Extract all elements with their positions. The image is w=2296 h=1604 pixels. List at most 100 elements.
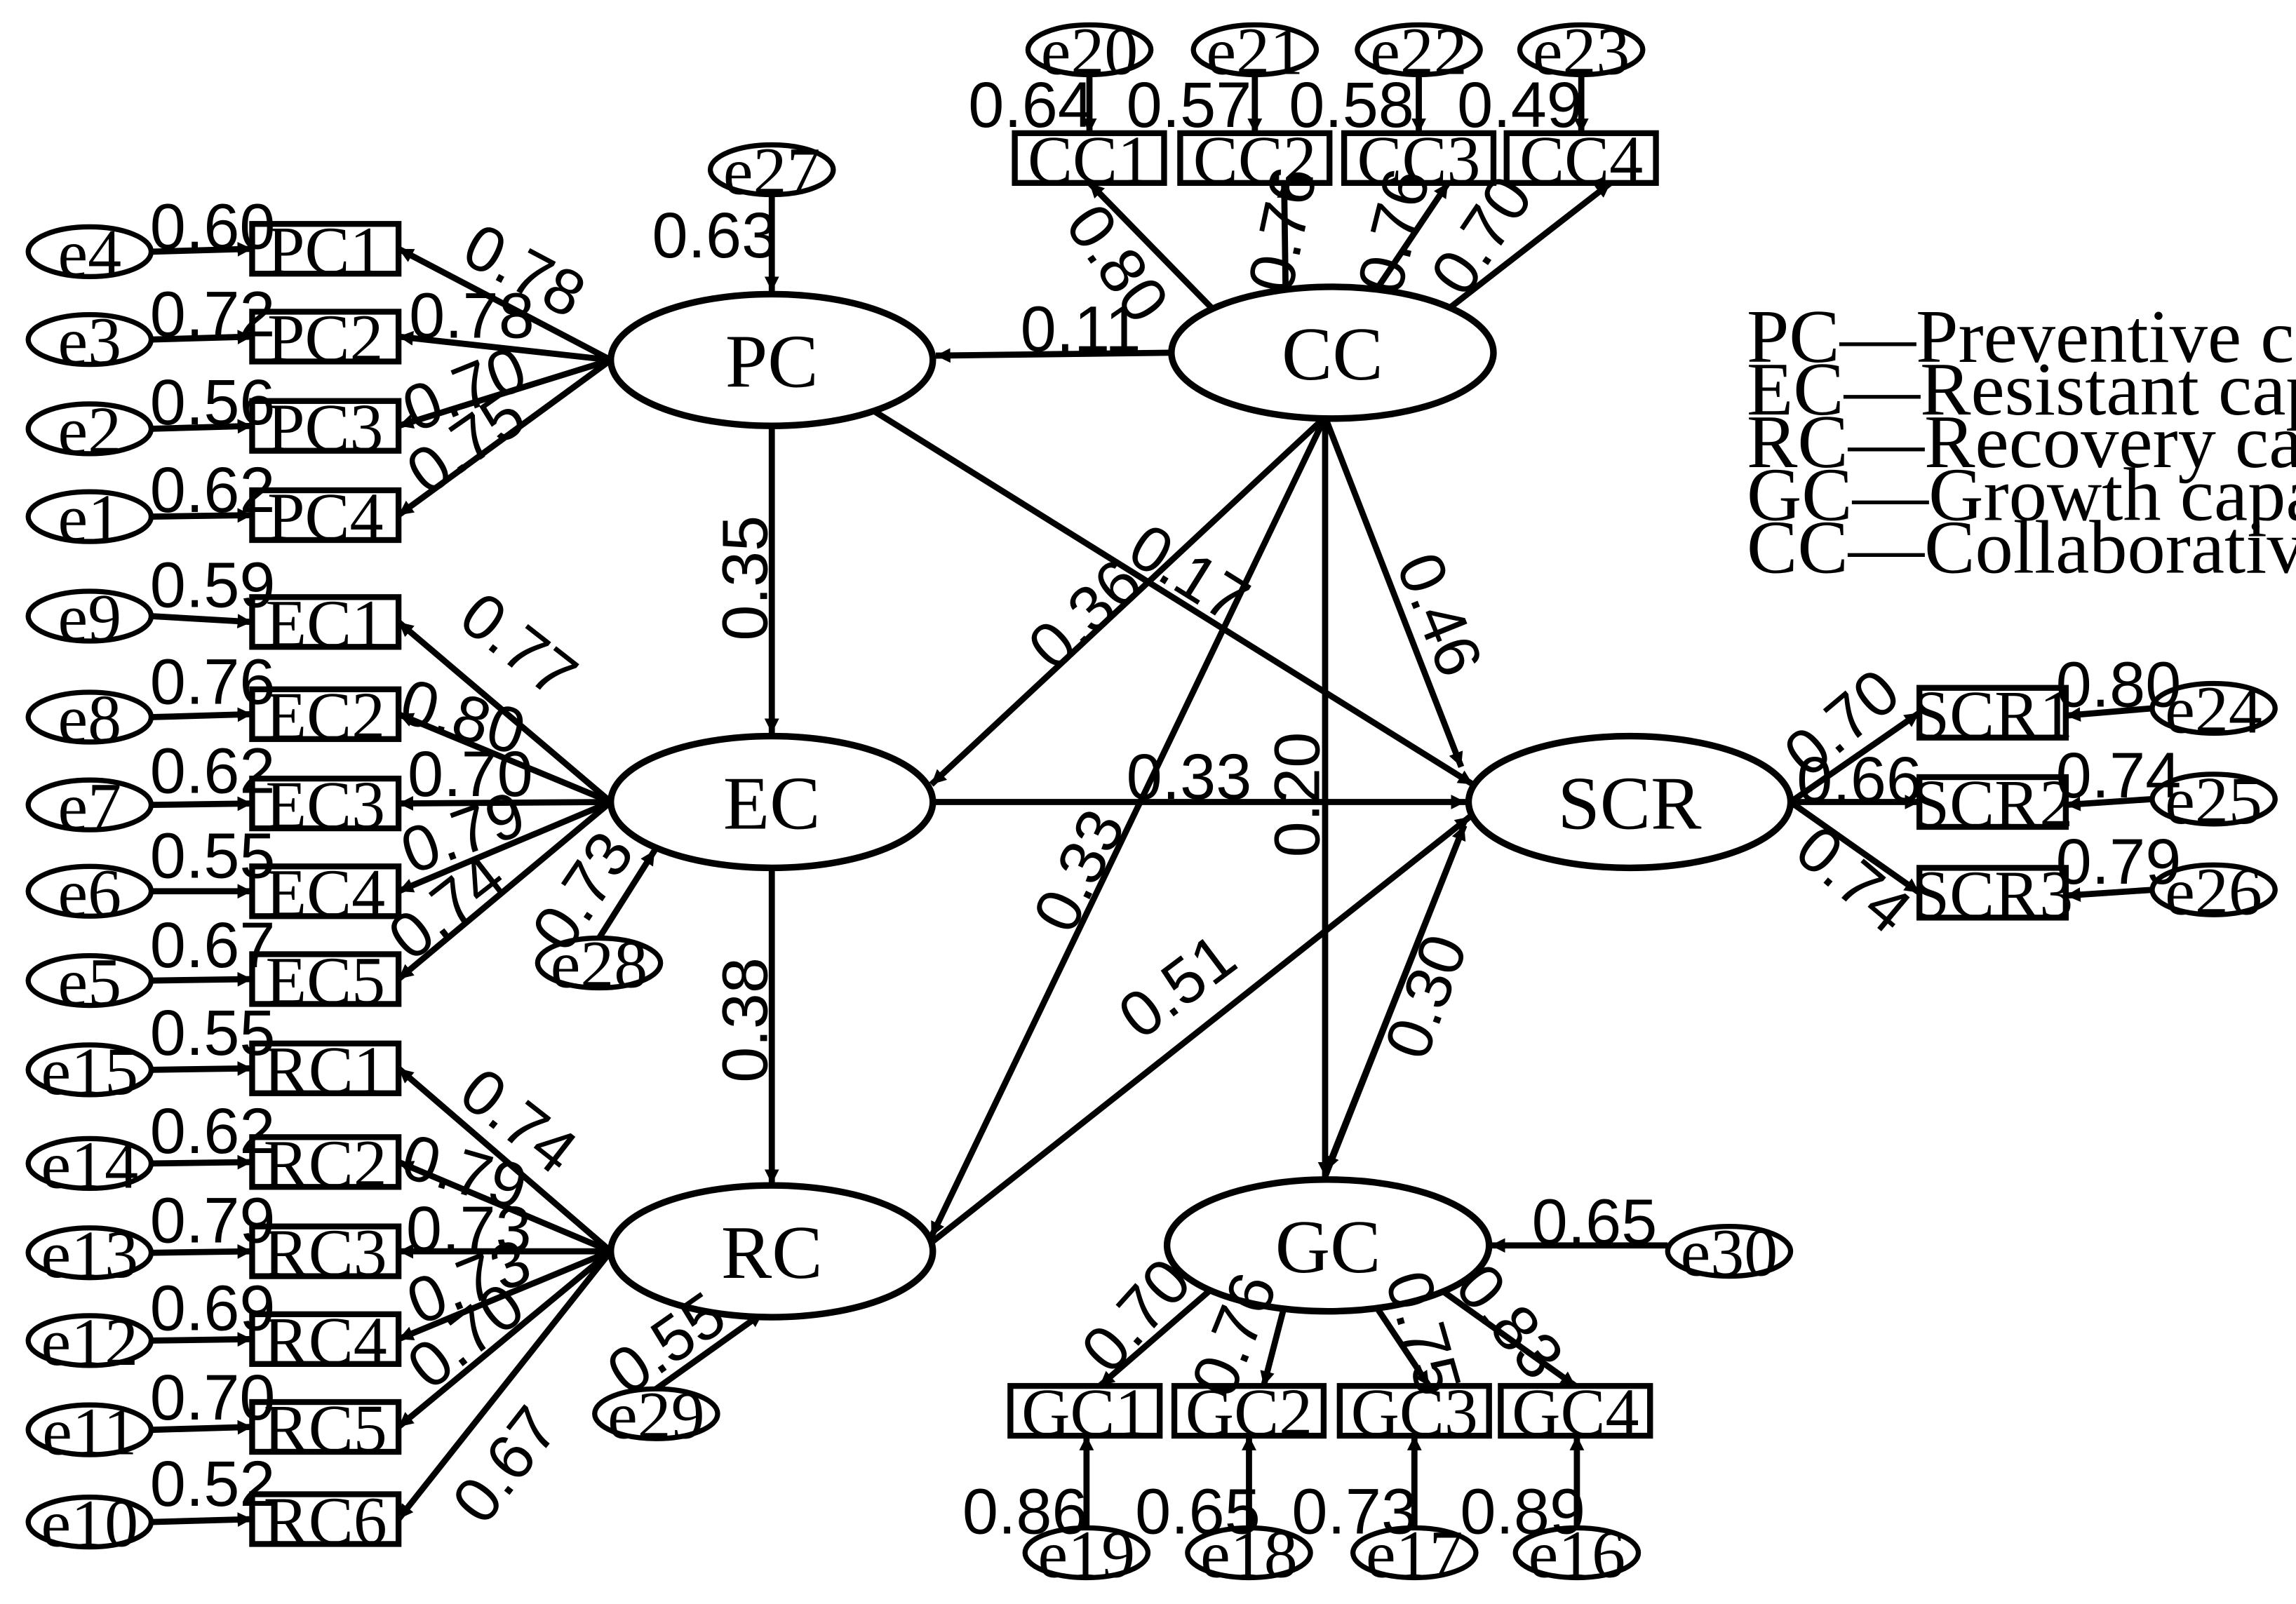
loading-scr3: 0.74 [1783,812,1924,948]
error-value-e6: 0.55 [150,821,276,892]
error-e2-label: e2 [58,393,122,468]
error-e5-label: e5 [58,945,122,1020]
indicator-ec5-label: EC5 [265,943,385,1018]
disturbance-path-e29 [654,1310,765,1391]
loading-path-gc2 [1260,1306,1287,1387]
error-value-e14: 0.62 [150,1096,276,1167]
error-path-e14 [151,1154,253,1170]
indicator-ec2 [249,686,402,742]
latent-pc-label: PC [725,319,819,403]
error-value-e24: 0.80 [2056,649,2182,721]
indicator-ec5 [249,951,402,1007]
error-e4 [25,224,154,280]
indicator-gc2-label: GC2 [1186,1375,1313,1450]
path-ec-to-scr-coefficient: 0.33 [1127,741,1252,813]
error-value-e22: 0.58 [1289,69,1414,141]
error-path-e9 [151,613,253,629]
error-e13-label: e13 [41,1217,139,1292]
indicator-rc4-label: RC4 [264,1303,387,1378]
loading-path-ec2 [397,711,612,805]
error-value-e1: 0.62 [150,454,276,526]
indicator-cc1 [1012,130,1167,187]
indicator-ec3 [249,775,402,832]
error-path-e26 [2065,887,2153,903]
error-value-e12: 0.69 [150,1272,276,1344]
error-e2 [25,401,154,457]
error-e8-label: e8 [58,681,122,756]
error-e13 [25,1225,154,1281]
indicator-rc6-label: RC6 [264,1483,387,1558]
indicator-cc4 [1503,130,1659,187]
indicator-gc4-label: GC4 [1512,1375,1639,1450]
error-value-e21: 0.57 [1127,69,1252,141]
path-cc-to-rc-coefficient: 0.33 [1019,799,1139,943]
error-e24-label: e24 [2165,673,2262,748]
error-value-e16: 0.89 [1460,1476,1585,1548]
error-path-e11 [151,1420,253,1435]
indicator-scr2-label: SCR2 [1912,766,2073,841]
indicator-ec2-label: EC2 [265,678,385,753]
error-e14 [25,1135,154,1192]
indicator-rc6 [249,1491,402,1547]
error-e1-label: e1 [58,480,122,555]
disturbance-e27-label: e27 [723,134,821,209]
error-e9-label: e9 [58,580,122,655]
error-path-e8 [151,707,253,722]
indicator-ec3-label: EC3 [265,767,385,842]
path-cc-to-pc-coefficient: 0.11 [1021,294,1141,365]
indicator-gc2 [1171,1382,1327,1439]
error-e18-label: e18 [1200,1517,1298,1592]
error-path-e25 [2065,795,2153,811]
error-value-e7: 0.62 [150,736,276,807]
error-e20-label: e20 [1041,14,1139,89]
indicator-pc3 [249,398,402,454]
indicator-cc2-label: CC2 [1193,122,1317,197]
error-e23 [1517,22,1646,78]
loading-path-pc2 [398,330,612,363]
indicator-gc3-label: GC3 [1351,1375,1478,1450]
disturbance-value-e30: 0.65 [1532,1186,1658,1258]
error-e10-label: e10 [41,1486,139,1561]
legend-item: EC—Resistant capability [1747,347,2296,431]
indicator-pc2 [249,309,402,365]
indicator-pc1-label: PC1 [267,213,383,288]
path-cc-to-ec [929,415,1327,787]
error-value-e20: 0.64 [968,69,1094,141]
error-e3 [25,311,154,368]
error-e18 [1185,1525,1313,1581]
indicator-ec4 [249,863,402,919]
error-path-e15 [151,1061,253,1077]
error-path-e1 [151,508,253,523]
loading-path-scr3 [1789,799,1921,896]
indicator-pc3-label: PC3 [267,390,383,465]
path-pc-to-ec-coefficient: 0.35 [710,515,781,641]
indicator-pc1 [249,221,402,277]
loading-path-gc3 [1374,1305,1432,1388]
error-value-e11: 0.70 [150,1362,276,1434]
path-pc-to-scr-coefficient: 0.17 [1117,510,1261,637]
latent-ec-label: EC [723,762,821,846]
loading-rc3: 0.73 [406,1194,532,1265]
error-path-e2 [151,419,253,434]
disturbance-e27 [707,142,836,198]
error-value-e3: 0.72 [150,279,276,351]
latent-cc [1168,283,1497,422]
indicator-rc3 [249,1223,402,1279]
error-e11-label: e11 [42,1394,137,1469]
path-cc-to-pc [935,348,1172,363]
error-e24 [2149,680,2278,736]
indicator-pc4-label: PC4 [267,479,383,554]
error-e21-label: e21 [1207,14,1304,89]
error-value-e4: 0.60 [150,191,276,262]
error-e17-label: e17 [1366,1517,1463,1592]
indicator-cc2 [1177,130,1333,187]
indicator-cc4-label: CC4 [1519,122,1643,197]
indicator-gc1-label: GC1 [1021,1375,1148,1450]
error-e16-label: e16 [1529,1517,1626,1592]
disturbance-value-e27: 0.63 [652,200,778,271]
disturbance-e28-label: e28 [551,927,648,1002]
error-e17 [1350,1525,1479,1581]
loading-path-pc1 [397,245,612,363]
loading-path-rc1 [396,1065,613,1254]
